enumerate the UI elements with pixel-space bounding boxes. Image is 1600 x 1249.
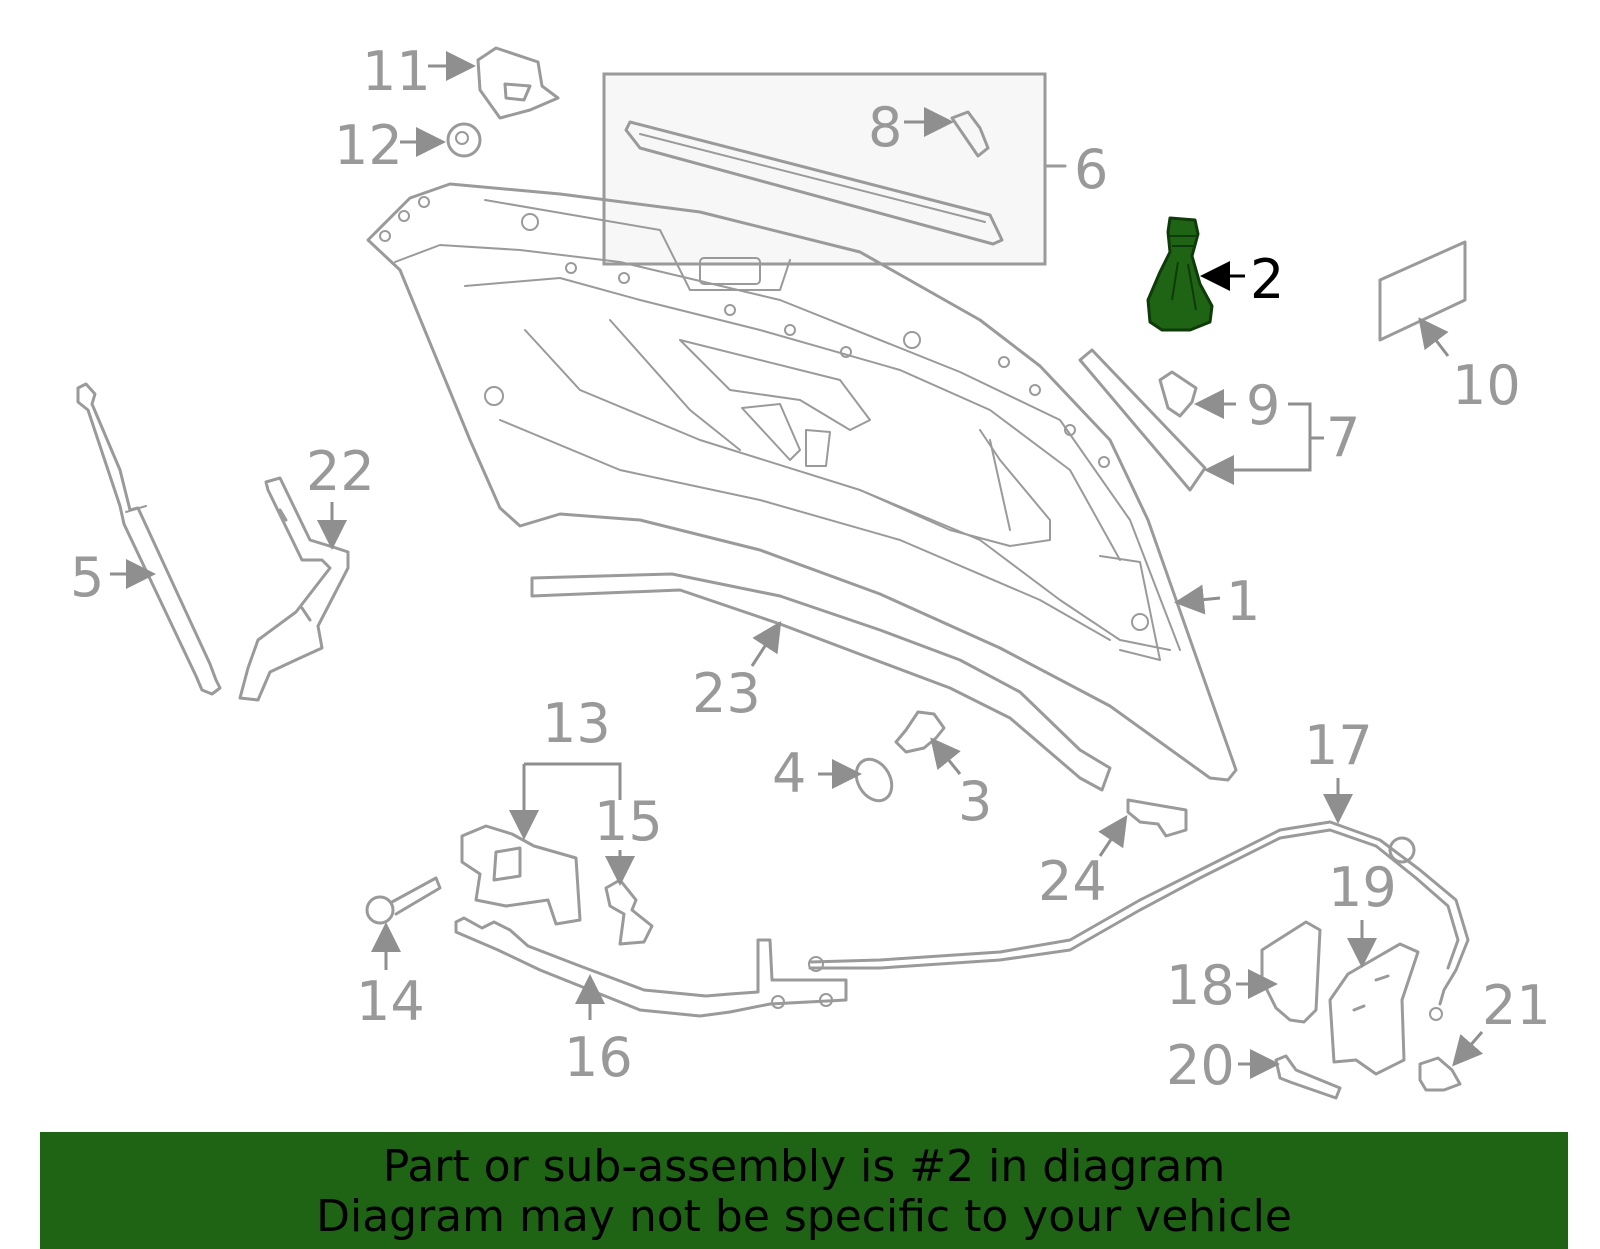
part-13-latch xyxy=(460,824,582,926)
part-2-highlighted xyxy=(1146,216,1214,332)
callout-11: 11 xyxy=(362,40,431,103)
part-19-latch xyxy=(1328,942,1420,1076)
part-20-bolt xyxy=(1274,1054,1342,1100)
callout-labels: 11 12 8 6 2 10 9 7 1 5 22 23 4 3 13 15 2… xyxy=(70,40,1551,1097)
part-12-nut xyxy=(446,122,482,158)
callout-4: 4 xyxy=(772,742,806,805)
part-18-plate xyxy=(1260,920,1322,1024)
callout-16: 16 xyxy=(564,1026,633,1089)
info-banner: Part or sub-assembly is #2 in diagram Di… xyxy=(40,1132,1568,1249)
part-6-molding-kit xyxy=(602,72,1067,266)
callout-23: 23 xyxy=(692,662,761,725)
leader-lines xyxy=(110,51,1484,1079)
part-24-pad xyxy=(1126,798,1188,838)
banner-line-2: Diagram may not be specific to your vehi… xyxy=(316,1191,1292,1242)
callout-6: 6 xyxy=(1074,138,1108,201)
callout-5: 5 xyxy=(70,546,104,609)
part-16-release xyxy=(454,916,848,1018)
callout-10: 10 xyxy=(1452,354,1521,417)
part-14-bolt xyxy=(365,876,442,925)
callout-15: 15 xyxy=(594,790,663,853)
callout-12: 12 xyxy=(334,114,403,177)
part-23-seal xyxy=(530,572,1112,792)
callout-1: 1 xyxy=(1226,570,1260,633)
part-1-hood xyxy=(366,182,1238,782)
part-15-clip xyxy=(604,878,654,946)
callout-8: 8 xyxy=(868,96,902,159)
callout-14: 14 xyxy=(356,970,425,1033)
callout-20: 20 xyxy=(1166,1034,1235,1097)
callout-9: 9 xyxy=(1246,374,1280,437)
callout-18: 18 xyxy=(1166,954,1235,1017)
callout-17: 17 xyxy=(1304,714,1373,777)
callout-24: 24 xyxy=(1038,850,1107,913)
callout-22: 22 xyxy=(306,440,375,503)
callout-21: 21 xyxy=(1482,974,1551,1037)
part-10-label xyxy=(1378,240,1467,342)
part-5-strut xyxy=(76,382,222,696)
part-11-bracket xyxy=(476,46,560,120)
callout-7: 7 xyxy=(1326,406,1360,469)
part-17-cable xyxy=(808,820,1470,1021)
callout-13: 13 xyxy=(542,692,611,755)
part-7-seal xyxy=(1078,348,1207,492)
callout-19: 19 xyxy=(1328,856,1397,919)
part-21-clip xyxy=(1418,1056,1462,1092)
part-4-ring xyxy=(854,757,894,803)
banner-line-1: Part or sub-assembly is #2 in diagram xyxy=(382,1141,1226,1192)
callout-3: 3 xyxy=(958,770,992,833)
callout-2: 2 xyxy=(1250,248,1284,311)
